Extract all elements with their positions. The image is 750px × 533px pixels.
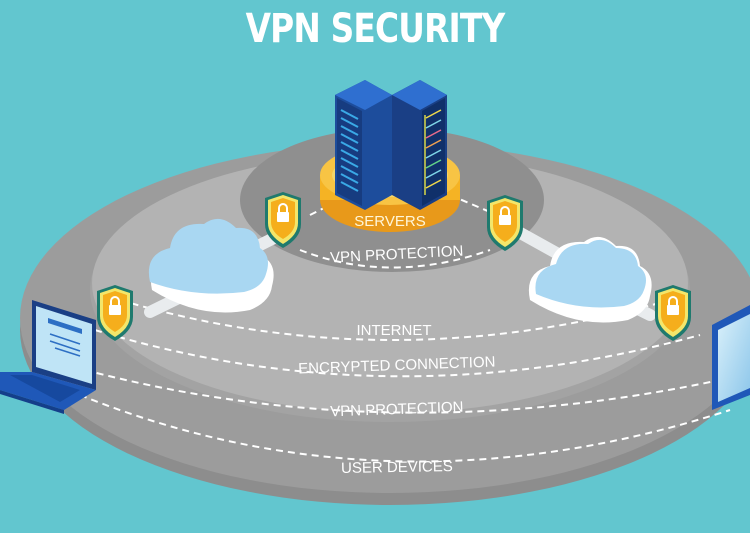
server-rack-icon	[335, 80, 447, 210]
cloud-icon-right	[528, 236, 652, 323]
label-vpn-protection-inner: VPN PROTECTION	[330, 243, 464, 267]
path-user-devices	[79, 394, 731, 463]
label-encrypted-connection: ENCRYPTED CONNECTION	[298, 354, 496, 378]
path-internet	[119, 299, 671, 341]
cloud-icon-left	[148, 218, 274, 313]
label-internet: INTERNET	[357, 322, 432, 339]
laptop-icon	[0, 300, 96, 414]
tablet-icon	[712, 305, 750, 410]
path-encrypted-connection	[94, 329, 701, 378]
path-server-right	[449, 194, 491, 213]
connection-paths	[79, 194, 731, 463]
path-vpn-protection-outer	[84, 369, 721, 414]
shield-lock-icon-laptop	[97, 285, 133, 341]
shield-lock-icon-server-right	[487, 195, 523, 251]
label-vpn-protection-outer: VPN PROTECTION	[330, 399, 464, 421]
page-title: VPN SECURITY	[245, 6, 506, 52]
path-vpn-protection-inner	[299, 249, 491, 269]
label-servers: SERVERS	[354, 213, 425, 230]
shield-lock-icon-tablet	[655, 285, 691, 341]
shield-lock-icon-server-left	[265, 192, 301, 248]
label-user-devices: USER DEVICES	[341, 458, 453, 477]
